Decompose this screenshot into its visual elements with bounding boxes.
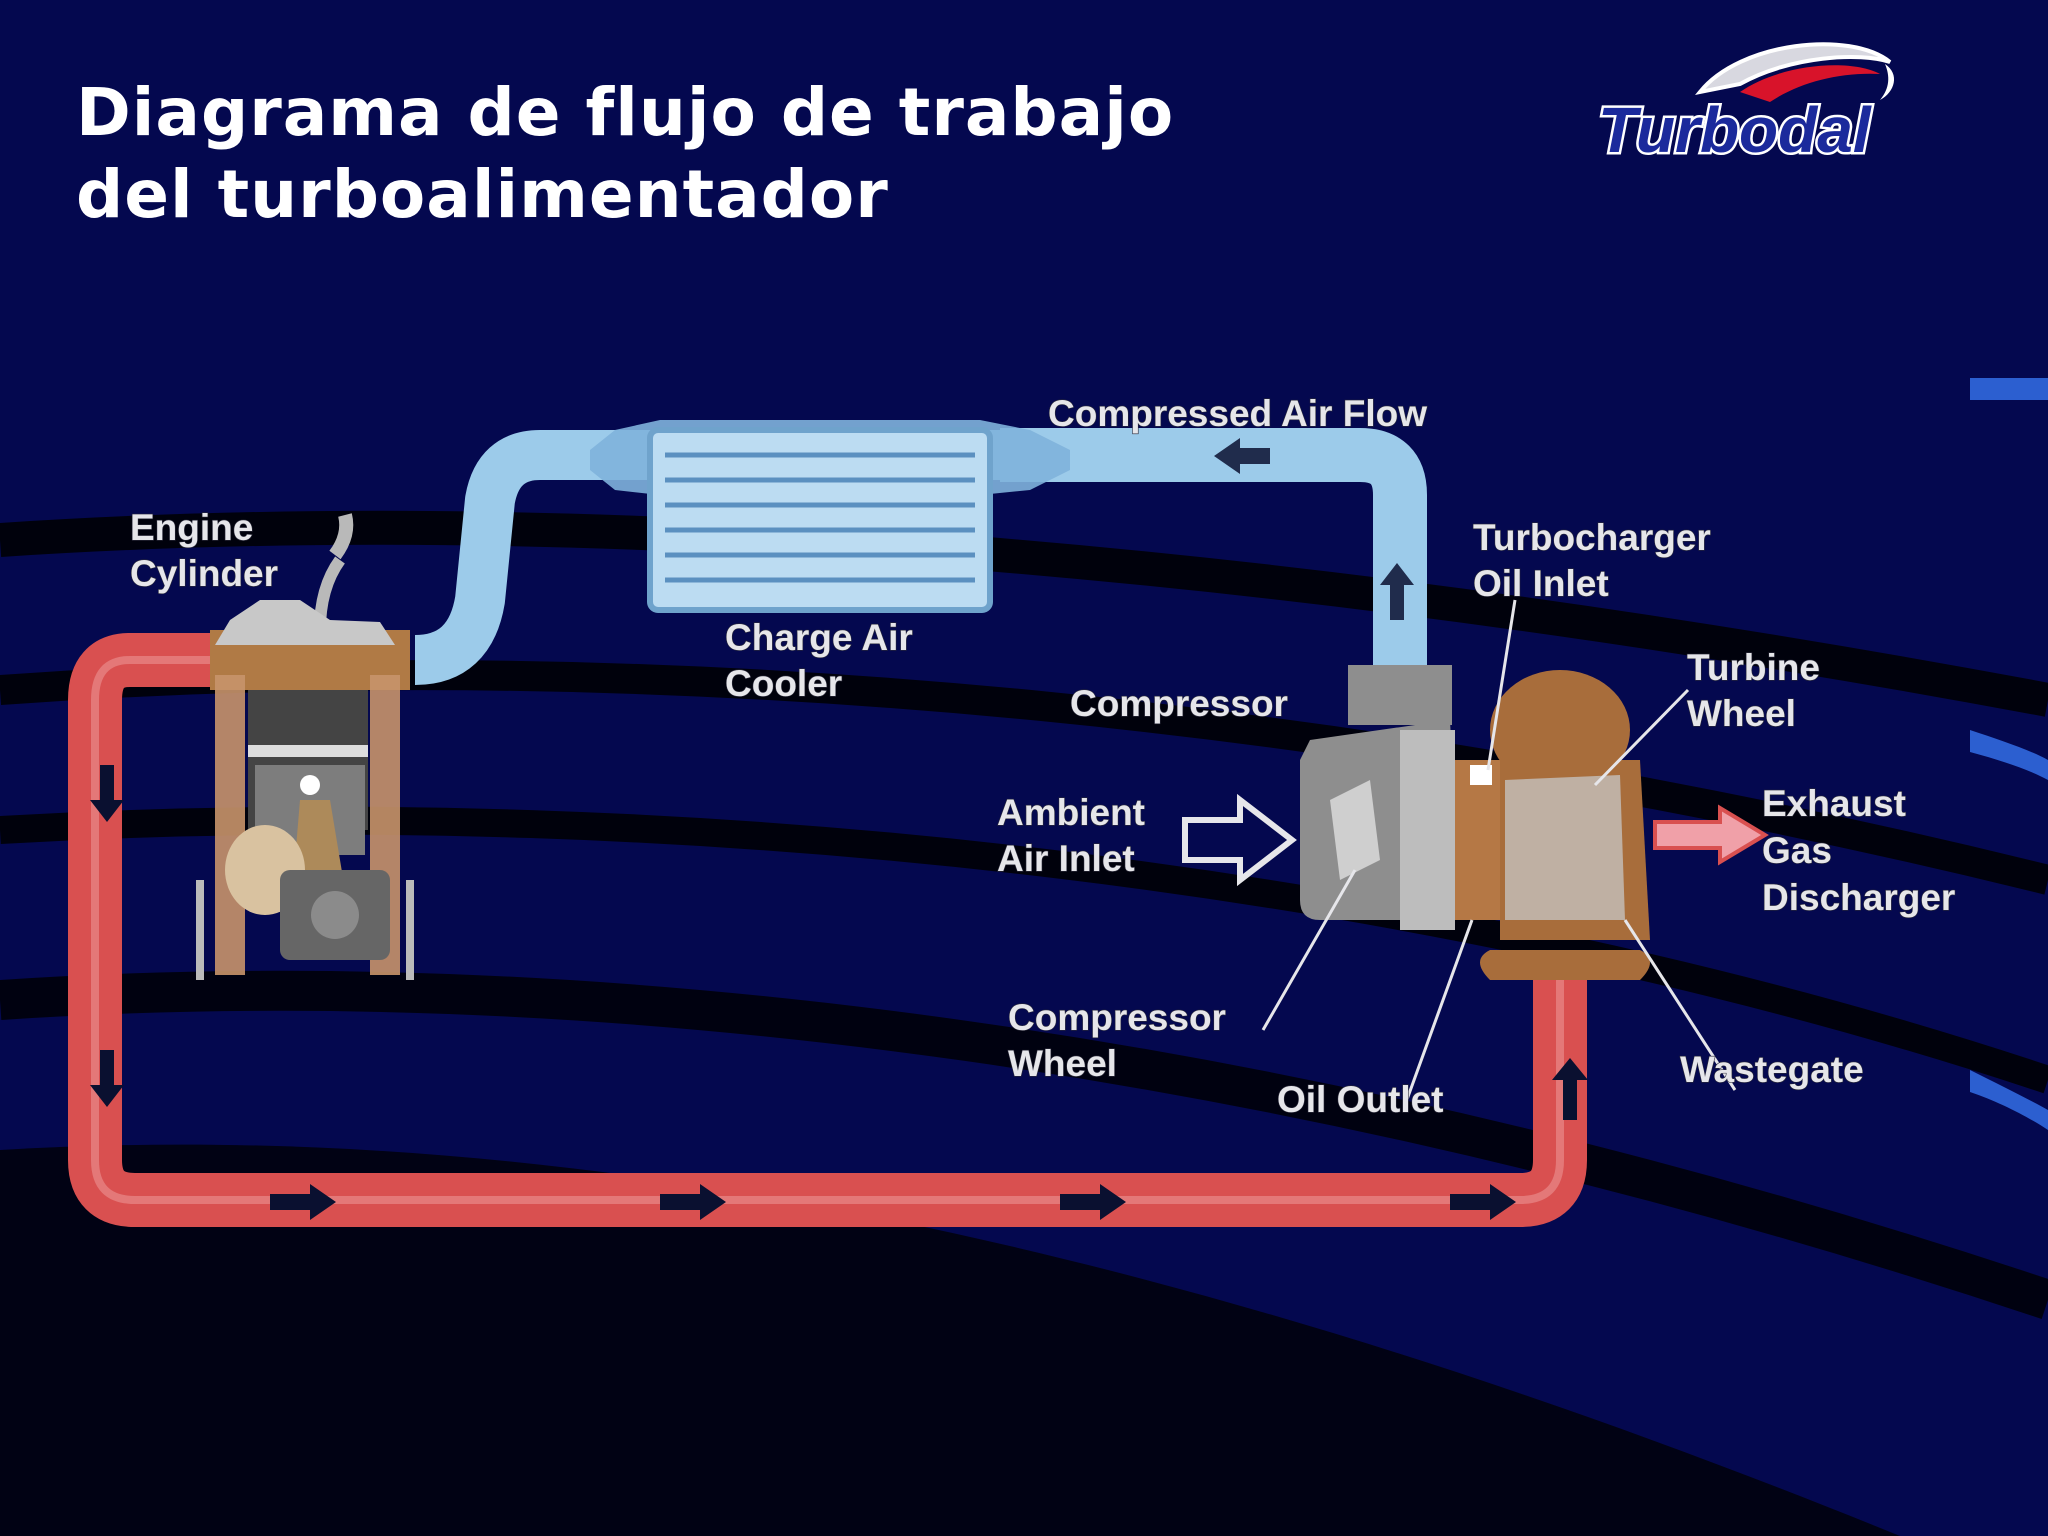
label-charge-air-cooler-1: Charge Air	[725, 617, 913, 658]
exhaust-arrow-icon	[1653, 804, 1769, 866]
diagram-labels: Compressed Air Flow Engine Cylinder Char…	[129, 392, 1956, 1120]
flow-arrow-right-icon	[270, 1184, 336, 1220]
slide-title-line-2: del turboalimentador	[76, 156, 889, 233]
label-compressor-wheel-2: Wheel	[1008, 1043, 1117, 1084]
flow-arrow-right-icon	[1060, 1184, 1126, 1220]
label-turbine-wheel-2: Wheel	[1687, 693, 1796, 734]
flow-arrow-down-icon	[90, 1050, 124, 1107]
label-ambient-air-inlet-2: Air Inlet	[997, 838, 1135, 879]
flow-arrow-up-icon	[1380, 563, 1414, 620]
label-compressor: Compressor	[1070, 683, 1288, 724]
label-compressor-wheel-1: Compressor	[1008, 997, 1226, 1038]
callout-lines	[1261, 599, 1737, 1106]
label-engine-cylinder-1: Engine	[130, 507, 253, 548]
ambient-inlet-arrow-icon	[1182, 793, 1297, 887]
flow-arrow-right-icon	[660, 1184, 726, 1220]
label-exhaust-gas-2: Gas	[1762, 830, 1832, 871]
engine-cylinder	[196, 513, 414, 980]
flow-arrow-down-icon	[90, 765, 124, 822]
flow-arrow-up-icon	[1552, 1058, 1588, 1120]
label-compressed-air-flow: Compressed Air Flow	[1048, 393, 1427, 434]
label-turbo-oil-inlet-1: Turbocharger	[1473, 517, 1711, 558]
label-charge-air-cooler-2: Cooler	[725, 663, 842, 704]
label-ambient-air-inlet-1: Ambient	[997, 792, 1145, 833]
logo-wordmark: Turbodal	[1598, 94, 1872, 166]
exhaust-gas-duct	[68, 633, 1588, 1227]
slide-title: Diagrama de flujo de trabajo del turboal…	[76, 72, 1174, 236]
label-engine-cylinder-2: Cylinder	[130, 553, 278, 594]
label-oil-outlet: Oil Outlet	[1277, 1079, 1444, 1120]
flow-arrow-left-icon	[1214, 438, 1270, 474]
label-turbo-oil-inlet-2: Oil Inlet	[1473, 563, 1609, 604]
slide-title-line-1: Diagrama de flujo de trabajo	[76, 74, 1175, 151]
label-turbine-wheel-1: Turbine	[1687, 647, 1820, 688]
turbocharger	[1182, 665, 1769, 980]
label-exhaust-gas-3: Discharger	[1762, 877, 1955, 918]
turbodal-logo: Turbodal	[1596, 42, 1895, 169]
turbocharger-flow-diagram: Compressed Air Flow Engine Cylinder Char…	[68, 392, 1956, 1227]
charge-air-cooler	[590, 420, 1070, 613]
label-wastegate: Wastegate	[1680, 1049, 1864, 1090]
flow-arrow-right-icon	[1450, 1184, 1516, 1220]
label-exhaust-gas-1: Exhaust	[1762, 783, 1906, 824]
